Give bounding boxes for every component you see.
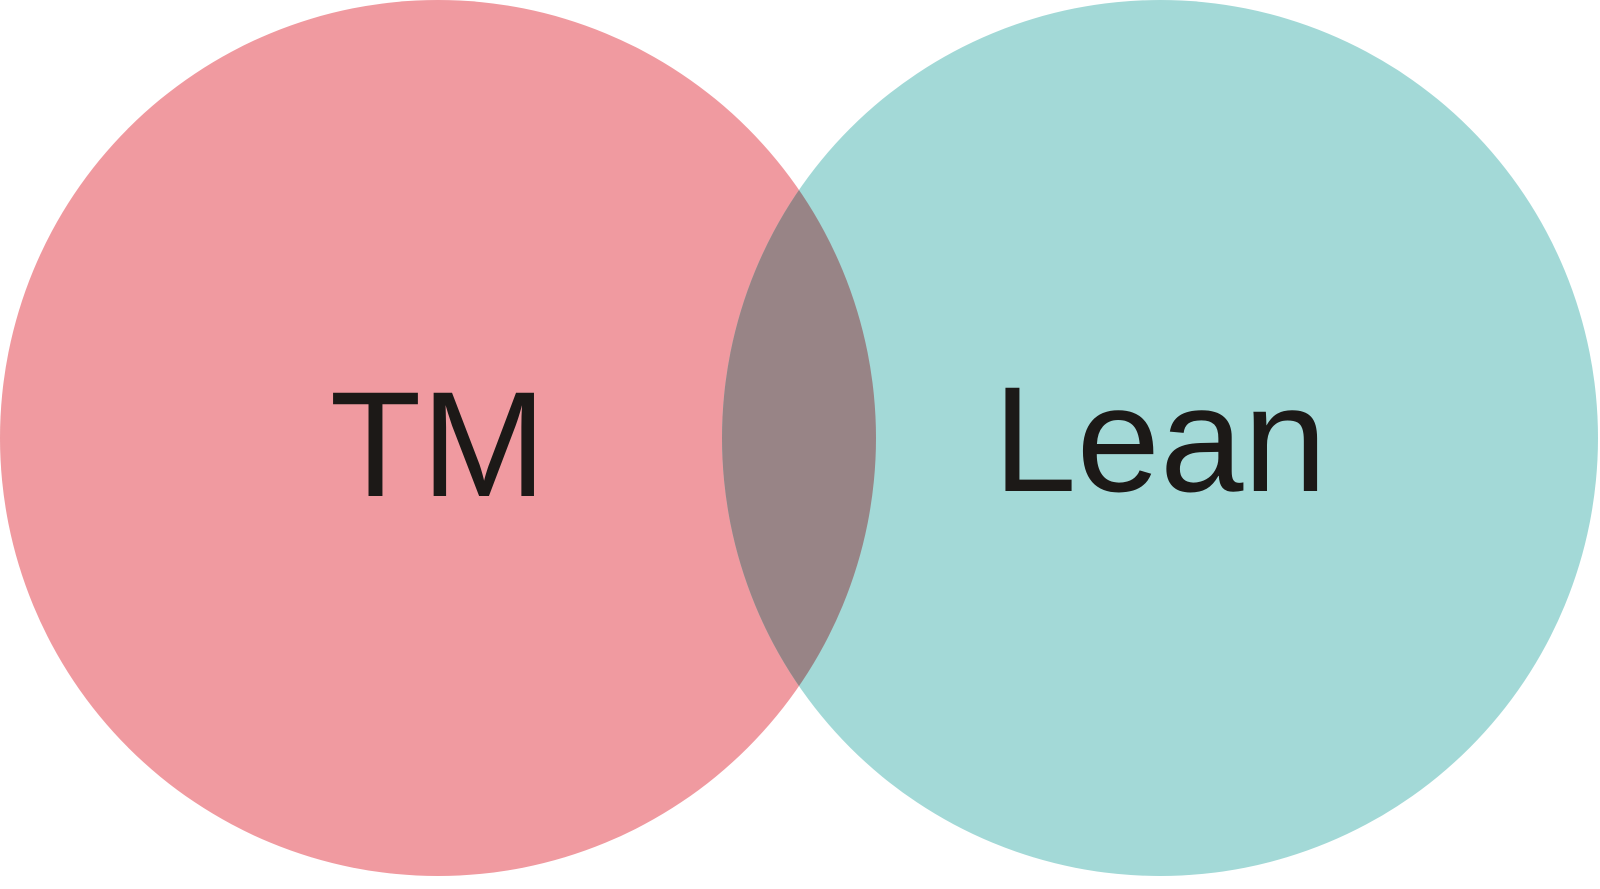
lean-set-label: Lean xyxy=(993,355,1327,523)
tm-set-label: TM xyxy=(330,360,547,528)
lean-set-circle xyxy=(722,0,1598,876)
tm-set-circle xyxy=(0,0,876,876)
